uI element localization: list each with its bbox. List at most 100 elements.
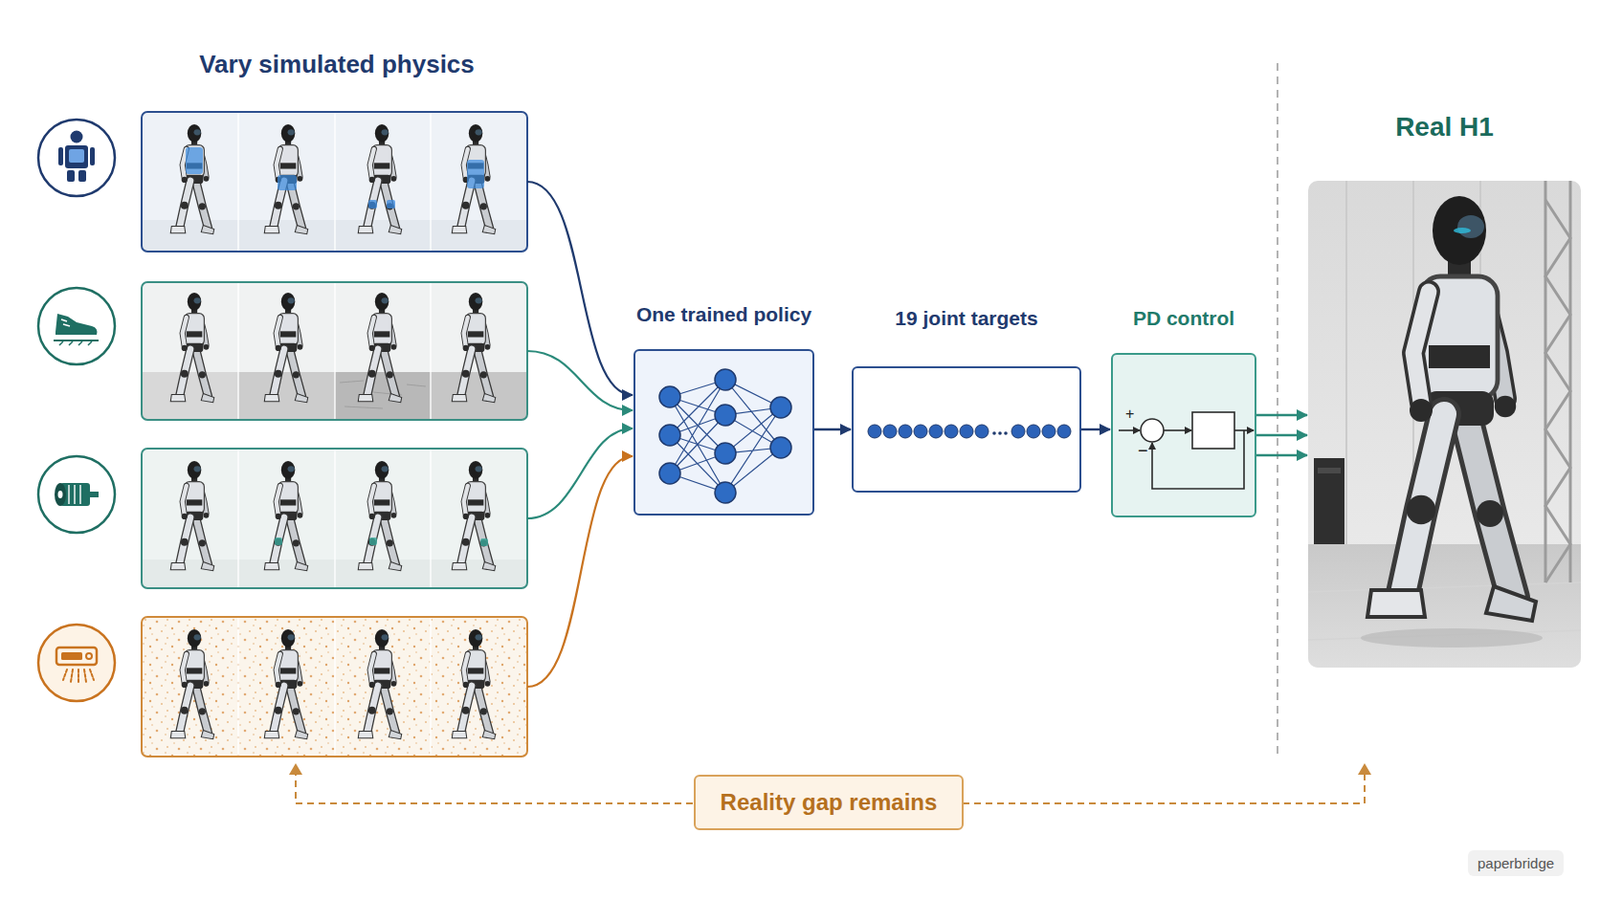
joint-dots — [1011, 424, 1025, 439]
body-icon — [78, 170, 87, 182]
connector-line — [814, 428, 851, 431]
robot-photo-illustration — [1317, 467, 1341, 474]
neural-net-icon — [659, 463, 681, 485]
body-icon — [68, 149, 85, 163]
sensor-icon — [38, 624, 115, 702]
motor-panel — [141, 448, 528, 589]
gap-bracket — [295, 773, 728, 804]
motor-panel — [274, 537, 283, 546]
friction-panel — [238, 372, 335, 421]
noise-panel — [141, 617, 528, 757]
neural-net-icon — [714, 443, 736, 465]
motor-panel — [170, 461, 214, 572]
friction-panel — [141, 282, 528, 421]
mass-panel — [170, 124, 214, 235]
mass-panel — [466, 159, 485, 189]
body-icon — [38, 119, 115, 197]
mass-panel — [141, 111, 528, 252]
sensor-icon — [56, 647, 97, 666]
connector-line — [1081, 428, 1111, 431]
watermark: paperbridge — [1467, 850, 1564, 877]
mass-panel — [277, 175, 297, 191]
motor-panel — [451, 461, 495, 572]
pd-loop-diagram — [1192, 412, 1235, 449]
joint-dots — [975, 424, 989, 439]
joint-dots — [867, 424, 1071, 439]
friction-panel — [264, 292, 308, 403]
noise-panel — [357, 629, 401, 740]
motor-panel — [238, 448, 431, 589]
robot-photo-illustration — [1453, 227, 1471, 234]
joint-dots — [913, 424, 928, 439]
gap-bracket — [288, 763, 303, 776]
motor-panel — [369, 537, 378, 546]
divider-line — [1276, 63, 1279, 760]
pd-loop-diagram — [1140, 419, 1164, 443]
minus-sign: − — [1137, 441, 1149, 462]
neural-net-icon — [669, 379, 781, 493]
connector-arrow — [1081, 429, 1111, 431]
node-label: One trained policy — [636, 303, 812, 327]
robot-photo-illustration — [1545, 180, 1571, 583]
mass-panel — [451, 124, 495, 235]
motor-icon — [58, 490, 64, 499]
reality-gap-box: Reality gap remains — [693, 775, 964, 831]
connector-line — [1256, 454, 1308, 457]
friction-panel — [141, 372, 239, 421]
noise-panel — [451, 629, 495, 740]
joint-dots — [1003, 431, 1008, 436]
joint-dots — [898, 424, 912, 439]
joint-dots — [853, 368, 1084, 495]
sensor-icon — [86, 653, 92, 660]
neural-net-icon — [659, 369, 792, 504]
noise-panel — [170, 629, 214, 740]
motor-icon — [54, 483, 67, 507]
neural-net-icon — [770, 397, 792, 419]
friction-panel — [141, 282, 528, 421]
motor-icon — [68, 485, 81, 505]
mass-panel — [141, 111, 528, 252]
motor-panel — [480, 538, 489, 547]
joint-dots — [929, 424, 943, 439]
pd-loop-diagram — [1112, 355, 1259, 520]
feed-arrow — [527, 456, 633, 688]
friction-panel — [238, 282, 431, 421]
joint-dots — [1042, 424, 1056, 439]
mass-panel — [264, 124, 308, 235]
friction-panel — [141, 282, 528, 421]
node-label: Real H1 — [1395, 111, 1494, 143]
robot-photo-illustration — [1367, 196, 1536, 622]
noise-panel — [141, 617, 528, 757]
feed-arrow — [527, 181, 633, 396]
motor-panel — [141, 448, 528, 589]
mass-panel — [238, 111, 431, 252]
joint-dots — [883, 424, 897, 439]
neural-net-icon — [714, 482, 736, 504]
robot-photo-illustration — [1360, 628, 1543, 648]
joint-dots — [1057, 424, 1071, 439]
connector-arrow — [1256, 415, 1308, 456]
motor-icon — [89, 491, 99, 498]
friction-panel — [451, 292, 495, 403]
joint-dots — [867, 424, 882, 439]
friction-panel — [430, 372, 528, 421]
motor-icon — [38, 456, 115, 534]
joint-dots — [992, 431, 1008, 436]
shoe-icon — [38, 288, 115, 365]
body-icon — [66, 170, 75, 182]
friction-panel — [141, 282, 528, 421]
neural-net-icon — [659, 386, 681, 408]
mass-panel — [368, 200, 378, 209]
robot-photo-illustration — [1545, 180, 1571, 583]
body-icon — [38, 119, 115, 197]
robot-photo-illustration — [1313, 458, 1345, 545]
robot-photo-illustration — [1308, 180, 1581, 668]
plus-sign: + — [1125, 405, 1134, 423]
pd-control-box: PD control — [1111, 353, 1257, 518]
friction-panel — [170, 292, 214, 403]
shoe-icon — [53, 339, 99, 342]
gap-bracket — [928, 773, 1365, 804]
joint-dots — [959, 424, 974, 439]
noise-panel — [264, 629, 308, 740]
